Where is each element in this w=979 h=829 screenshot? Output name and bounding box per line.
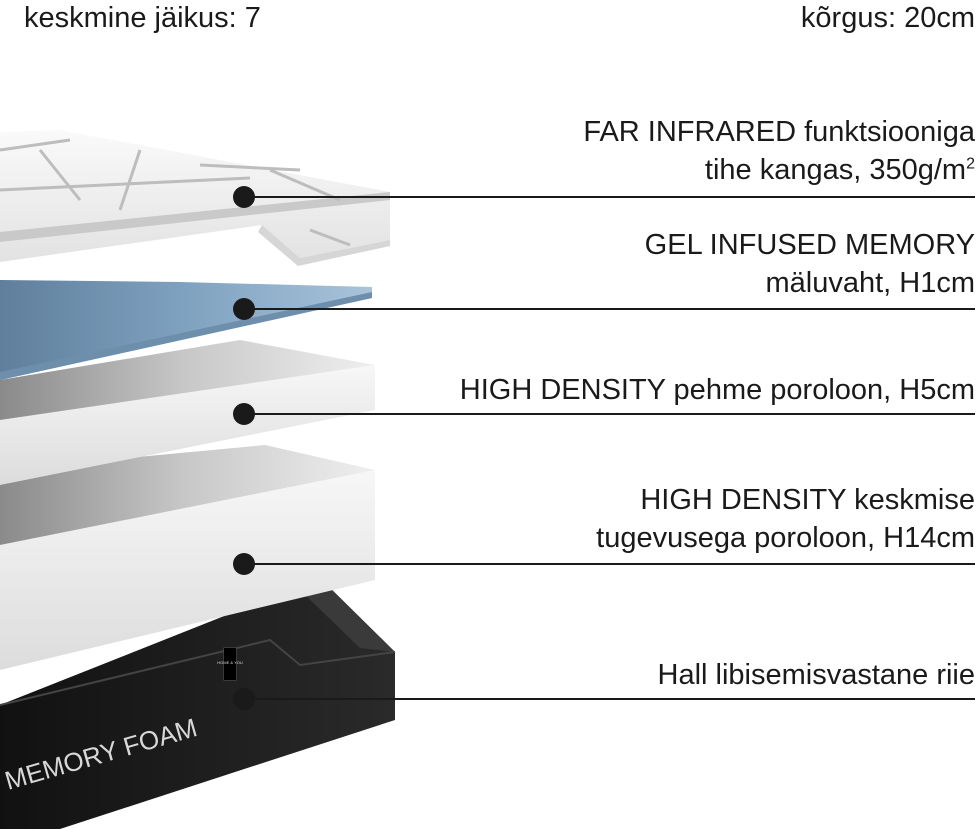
product-tag-text: HOME & YOU <box>217 660 243 665</box>
base-layer: MEMORY FOAM <box>0 578 396 829</box>
leader-line-base <box>244 698 975 700</box>
layer-label-gel: GEL INFUSED MEMORY mäluvaht, H1cm <box>644 229 975 299</box>
layer-label-thick-foam: HIGH DENSITY keskmise tugevusega poroloo… <box>596 484 975 554</box>
height-label: kõrgus: 20cm <box>800 2 975 34</box>
leader-line-cover <box>244 196 975 198</box>
gel-layer <box>0 280 372 380</box>
product-tag <box>224 648 236 680</box>
leader-line-gel <box>244 308 975 310</box>
leader-dot-thick-foam <box>233 553 255 575</box>
leader-dot-cover <box>233 186 255 208</box>
leader-dot-base <box>233 688 255 710</box>
leader-dot-soft-foam <box>233 403 255 425</box>
cover-layer <box>0 130 390 266</box>
leader-line-thick-foam <box>244 563 975 565</box>
foam-layer-soft <box>0 340 375 485</box>
leader-line-soft-foam <box>244 413 975 415</box>
leader-dot-gel <box>233 298 255 320</box>
layer-label-cover: FAR INFRARED funktsiooniga tihe kangas, … <box>583 116 975 186</box>
layer-label-soft-foam: HIGH DENSITY pehme poroloon, H5cm <box>459 374 975 406</box>
foam-layer-thick <box>0 445 375 670</box>
layer-label-base: Hall libisemisvastane riie <box>657 659 976 691</box>
firmness-label: keskmine jäikus: 7 <box>24 2 261 34</box>
